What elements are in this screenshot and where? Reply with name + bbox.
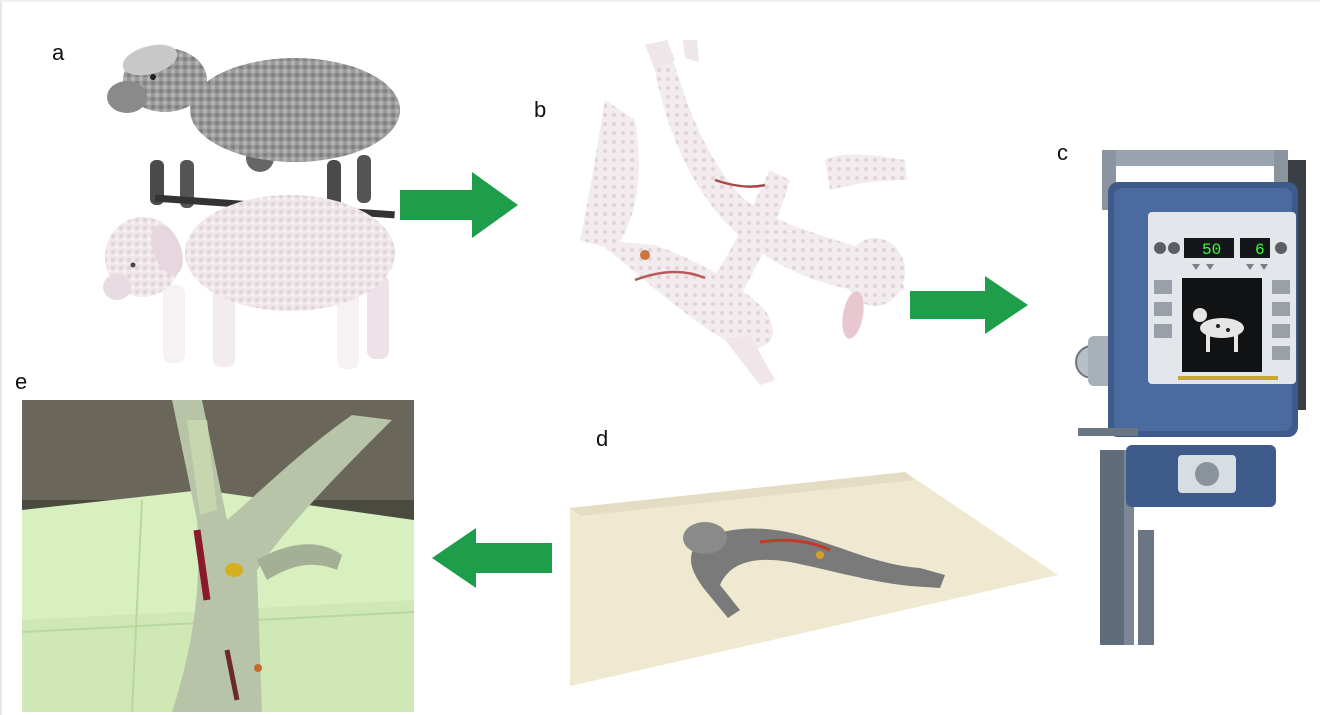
panel-d-specimen: [560, 470, 1060, 688]
left-arrow-icon: [430, 528, 552, 588]
lamb-white-photo: [103, 195, 395, 369]
panel-label-a: a: [52, 40, 64, 66]
mas-display: 6: [1255, 241, 1265, 259]
kv-display: 50: [1202, 241, 1221, 259]
right-arrow-icon: [910, 276, 1030, 334]
frame-line-left: [0, 0, 2, 715]
lamb-grey-illustration: [107, 39, 400, 218]
panel-label-b: b: [534, 97, 546, 123]
frame-line-top: [0, 0, 1320, 2]
panel-b-dead-lambs: [575, 40, 915, 400]
panel-c-xray-unit: 50 6: [1078, 150, 1306, 650]
panel-label-e: e: [15, 369, 27, 395]
panel-e-closeup-photo: [22, 400, 414, 712]
panel-label-c: c: [1057, 140, 1068, 166]
right-arrow-icon: [400, 172, 520, 238]
panel-a-lambs: [95, 25, 415, 390]
panel-label-d: d: [596, 426, 608, 452]
